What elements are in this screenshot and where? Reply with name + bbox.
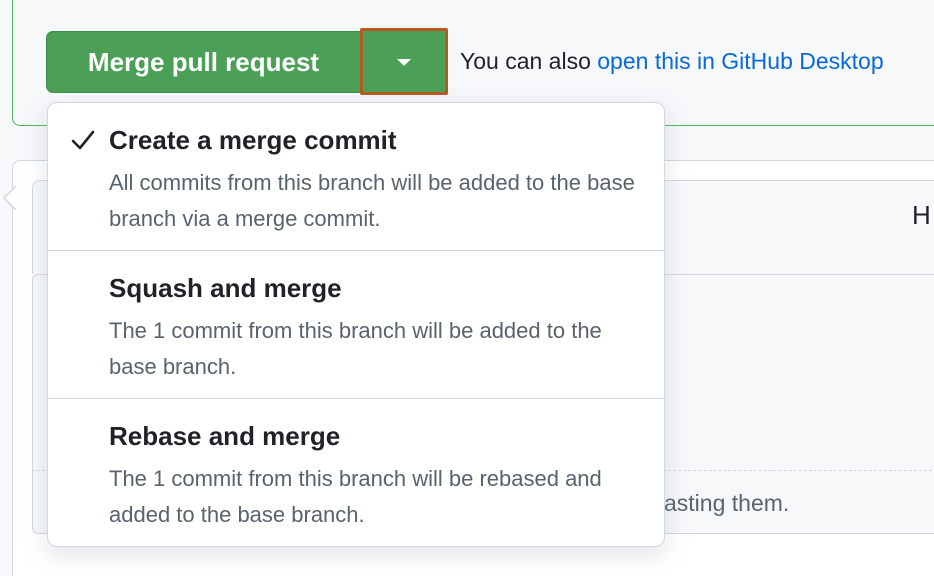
menu-item-title: Squash and merge (109, 273, 342, 303)
merge-pull-request-button[interactable]: Merge pull request (46, 31, 360, 93)
menu-item-title: Rebase and merge (109, 421, 341, 451)
merge-method-dropdown-button[interactable] (360, 28, 448, 95)
check-icon (71, 130, 95, 150)
timeline-caret-icon (2, 186, 17, 210)
merge-method-menu: Create a merge commit All commits from t… (47, 102, 665, 547)
partial-hint-text: asting them. (664, 490, 790, 516)
menu-item-title: Create a merge commit (109, 125, 397, 155)
open-in-desktop-hint: You can also open this in GitHub Desktop (460, 48, 884, 75)
also-text: You can also (460, 48, 598, 74)
menu-item-squash-and-merge[interactable]: Squash and merge The 1 commit from this … (48, 251, 664, 399)
menu-item-description: The 1 commit from this branch will be ad… (109, 318, 602, 379)
partial-heading: H (912, 200, 931, 230)
menu-item-create-merge-commit[interactable]: Create a merge commit All commits from t… (48, 103, 664, 251)
menu-item-description: The 1 commit from this branch will be re… (109, 466, 602, 527)
open-in-github-desktop-link[interactable]: open this in GitHub Desktop (597, 48, 884, 74)
triangle-down-icon (397, 59, 411, 66)
menu-item-description: All commits from this branch will be add… (109, 170, 635, 231)
menu-item-rebase-and-merge[interactable]: Rebase and merge The 1 commit from this … (48, 399, 664, 546)
